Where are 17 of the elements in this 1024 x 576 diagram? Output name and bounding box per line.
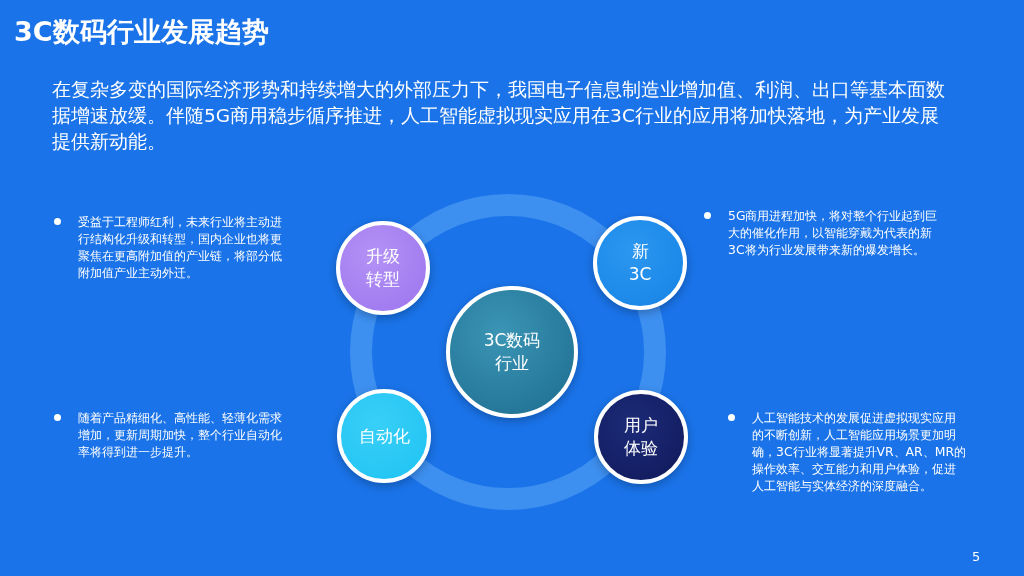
circle-node bbox=[594, 390, 688, 484]
bullet-text: 人工智能技术的发展促进虚拟现实应用的不断创新，人工智能应用场景更加明确，3C行业将显著提升VR、AR、MR的操作效率、交互能力和用户体验，促进人工智能与实体经济的深度融合。 bbox=[752, 409, 966, 495]
bullet-text: 5G商用进程加快，将对整个行业起到巨大的催化作用，以智能穿戴为代表的新3C将为行业发展带来新的爆发增长。 bbox=[728, 207, 939, 259]
circle-node bbox=[336, 221, 430, 315]
node-label: 用户体验 bbox=[623, 414, 659, 460]
circle-node bbox=[593, 216, 687, 310]
node-label: 新3C bbox=[627, 240, 653, 286]
node-label: 升级转型 bbox=[365, 245, 401, 291]
node-label: 3C数码行业 bbox=[482, 329, 542, 375]
node-label: 自动化 bbox=[357, 424, 411, 448]
intro-paragraph: 在复杂多变的国际经济形势和持续增大的外部压力下，我国电子信息制造业增加值、利润、出口等基本面数据增速放缓。伴随5G商用稳步循序推进，人工智能虚拟现实应用在3C行业的应用将加快落地，为产业发展提供新动能。 bbox=[52, 78, 946, 154]
page-number: 5 bbox=[972, 550, 982, 563]
slide-title: 3C数码行业发展趋势 bbox=[14, 15, 269, 49]
bullet-text: 受益于工程师红利，未来行业将主动进行结构化升级和转型，国内企业也将更聚焦在更高附加值的产业链，将部分低附加值产业主动外迁。 bbox=[78, 213, 283, 282]
circle-node bbox=[446, 286, 578, 418]
circle-node bbox=[337, 389, 431, 483]
bullet-text: 随着产品精细化、高性能、轻薄化需求增加，更新周期加快，整个行业自动化率将得到进一步提升。 bbox=[78, 409, 283, 461]
